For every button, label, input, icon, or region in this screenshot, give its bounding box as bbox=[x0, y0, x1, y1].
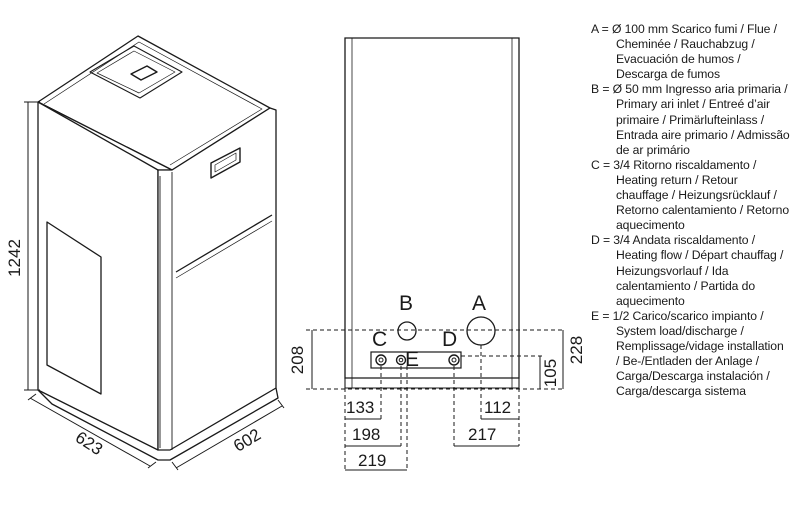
port-c-return bbox=[375, 354, 387, 366]
dim-line-height bbox=[24, 101, 40, 391]
legend-entry-e: E = 1/2 Carico/scarico impianto / System… bbox=[591, 308, 784, 399]
top-lid bbox=[89, 45, 183, 99]
dim-133-label: 133 bbox=[346, 398, 374, 417]
label-a: A bbox=[472, 292, 486, 315]
dim-105-label: 105 bbox=[541, 359, 560, 387]
label-b: B bbox=[399, 292, 413, 315]
dim-208-label: 208 bbox=[288, 346, 307, 374]
dim-112-label: 112 bbox=[484, 398, 511, 417]
dim-219-label: 219 bbox=[358, 451, 386, 470]
legend-entry-a: A = Ø 100 mm Scarico fumi / Flue / Chemi… bbox=[591, 22, 777, 82]
port-c-return-inner bbox=[378, 357, 384, 363]
front-handle bbox=[210, 147, 241, 179]
front-face bbox=[157, 107, 277, 451]
isometric-view bbox=[37, 35, 279, 461]
dim-width-label: 602 bbox=[230, 425, 264, 456]
port-d-flow bbox=[448, 354, 460, 366]
front-handle-inner bbox=[214, 152, 237, 173]
label-d: D bbox=[442, 328, 457, 351]
side-access-panel bbox=[46, 221, 102, 395]
port-e-load-inner bbox=[398, 357, 404, 363]
top-lid-inner bbox=[96, 50, 176, 94]
iso-dimensions bbox=[24, 101, 285, 471]
left-top-edge bbox=[37, 101, 159, 171]
dim-198-label: 198 bbox=[352, 425, 380, 444]
rear-view bbox=[344, 37, 520, 389]
dim-228-label: 228 bbox=[567, 336, 586, 364]
dim-depth-label: 623 bbox=[72, 428, 106, 459]
rear-dimensions bbox=[306, 329, 564, 471]
port-b-air-inlet bbox=[397, 321, 417, 341]
legend-entry-b: B = Ø 50 mm Ingresso aria primaria / Pri… bbox=[591, 82, 790, 157]
legend-entry-d: D = 3/4 Andata riscaldamento / Heating f… bbox=[591, 233, 784, 308]
front-panel-split bbox=[175, 214, 273, 273]
port-e-load bbox=[395, 354, 407, 366]
dim-line-depth bbox=[27, 393, 157, 469]
label-e: E bbox=[405, 348, 419, 371]
port-e-manifold bbox=[370, 351, 462, 369]
rear-plinth-feet bbox=[351, 378, 513, 388]
flue-slot bbox=[130, 65, 158, 81]
base-outline bbox=[37, 387, 279, 461]
rear-plinth bbox=[344, 378, 520, 389]
dim-217-label: 217 bbox=[468, 425, 496, 444]
dim-height-label: 1242 bbox=[5, 239, 24, 277]
legend-entry-c: C = 3/4 Ritorno riscaldamento / Heating … bbox=[591, 157, 790, 233]
dim-line-width bbox=[171, 399, 285, 471]
port-d-flow-inner bbox=[451, 357, 457, 363]
legend: A = Ø 100 mm Scarico fumi / Flue / Chemi… bbox=[591, 22, 790, 399]
front-panel-split-2 bbox=[175, 220, 273, 279]
rear-outline bbox=[344, 37, 520, 379]
label-c: C bbox=[372, 328, 387, 351]
